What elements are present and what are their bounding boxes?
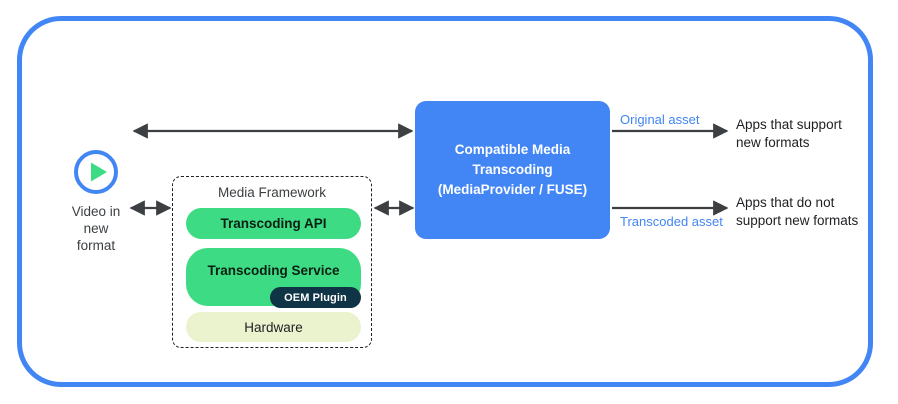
layer-transcoding-api[interactable]: Transcoding API — [186, 208, 361, 239]
sink-apps-supported: Apps that support new formats — [736, 117, 842, 150]
video-source-label: Video in new format — [71, 204, 121, 253]
layer-hardware-label: Hardware — [244, 319, 303, 335]
oem-plugin-label: OEM Plugin — [284, 291, 347, 304]
video-source-node: Video in new format — [46, 148, 146, 254]
edge-label-original-asset: Original asset — [620, 112, 700, 127]
sink-apps-unsupported: Apps that do not support new formats — [736, 195, 859, 228]
media-framework-container: Media Framework Transcoding API Transcod… — [172, 176, 372, 348]
layer-hardware[interactable]: Hardware — [186, 312, 361, 342]
media-framework-title: Media Framework — [217, 185, 327, 200]
oem-plugin-badge[interactable]: OEM Plugin — [270, 287, 361, 308]
layer-transcoding-service-label: Transcoding Service — [207, 262, 340, 278]
compatible-media-transcoding-label: Compatible Media Transcoding (MediaProvi… — [437, 142, 588, 197]
layer-transcoding-api-label: Transcoding API — [220, 216, 327, 231]
outer-frame-border — [17, 16, 873, 387]
edge-label-transcoded-asset: Transcoded asset — [620, 214, 723, 229]
play-circle-icon — [74, 150, 118, 194]
compatible-media-transcoding-node[interactable]: Compatible Media Transcoding (MediaProvi… — [415, 101, 610, 239]
